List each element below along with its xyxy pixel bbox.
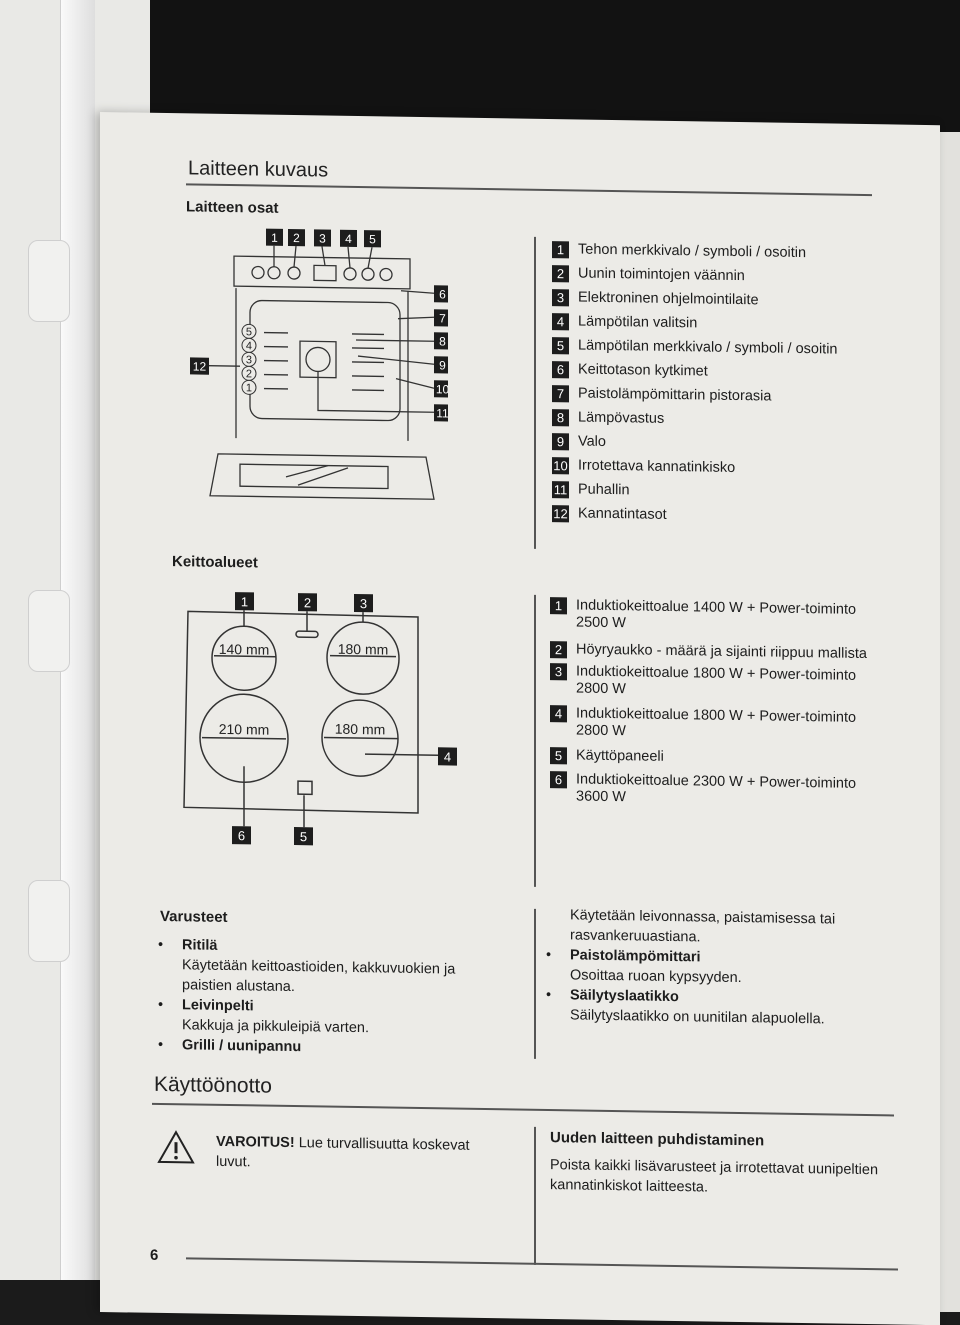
zones-heading: Keittoalueet: [172, 553, 258, 572]
parts-heading: Laitteen osat: [186, 198, 279, 217]
oven-marker-label: 5: [369, 232, 376, 246]
shelf-level-label: 1: [246, 382, 252, 394]
manual-page: Laitteen kuvaus Laitteen osat 1 2 3 4 5 …: [100, 112, 940, 1325]
oven-marker-label: 1: [271, 231, 278, 245]
oven-marker-box: [434, 285, 448, 303]
hob-marker-label: 2: [304, 595, 311, 610]
column-divider: [534, 908, 536, 1059]
oven-marker-box: [434, 356, 448, 374]
oven-marker-box: [288, 228, 305, 247]
zone-size-label: 140 mm: [219, 641, 270, 658]
oven-marker-box: [364, 230, 381, 248]
oven-door: [209, 453, 435, 500]
footer-rule: [186, 1257, 898, 1271]
shelf-level-label: 2: [246, 368, 252, 380]
oven-marker-label: 6: [439, 287, 446, 301]
cooking-zone-1: [211, 625, 277, 692]
oven-marker-label: 11: [436, 406, 448, 420]
hob-marker-box: [294, 827, 313, 846]
startup-title: Käyttöönotto: [154, 1072, 272, 1098]
oven-marker-label: 2: [293, 231, 300, 245]
zone-size-label: 210 mm: [219, 721, 270, 738]
hob-marker-label: 6: [238, 828, 245, 843]
accessory-item: • Grilli / uunipannu: [158, 1036, 302, 1056]
hob-marker-label: 5: [300, 829, 307, 844]
hob-marker-label: 3: [360, 596, 367, 611]
oven-marker-label: 8: [439, 334, 446, 348]
hob-outline: [183, 610, 419, 814]
column-divider: [534, 594, 536, 887]
accessory-continued-desc: Käytetään leivonnassa, paistamisessa tai…: [570, 907, 836, 946]
warning-text: VAROITUS! Lue turvallisuutta koskevat lu…: [216, 1133, 470, 1171]
oven-marker-label: 10: [436, 382, 448, 396]
shelf-level-label: 3: [246, 354, 252, 366]
oven-marker-box: [434, 404, 448, 422]
oven-marker-box: [340, 229, 357, 248]
oven-marker-label: 4: [345, 232, 352, 246]
zone-size-label: 180 mm: [335, 721, 386, 738]
section-title: Laitteen kuvaus: [188, 157, 329, 182]
oven-marker-box: [434, 332, 448, 350]
cleaning-heading: Uuden laitteen puhdistaminen: [550, 1129, 765, 1150]
oven-marker-label: 12: [193, 359, 207, 373]
oven-marker-box: [190, 357, 209, 375]
oven-marker-box: [266, 228, 283, 246]
page-number: 6: [150, 1246, 159, 1264]
title-rule: [186, 183, 872, 196]
hob-marker-label: 1: [241, 594, 248, 609]
column-divider: [534, 236, 536, 549]
hob-marker-box: [232, 826, 251, 845]
zone-size-label: 180 mm: [338, 641, 389, 658]
oven-marker-label: 7: [439, 311, 446, 325]
hob-marker-box: [235, 592, 254, 611]
cleaning-text: Poista kaikki lisävarusteet ja irrotetta…: [550, 1157, 879, 1196]
oven-marker-box: [434, 309, 448, 327]
column-divider: [534, 1126, 536, 1265]
accessories-heading: Varusteet: [160, 907, 228, 927]
oven-marker-box: [314, 229, 331, 247]
steam-vent: [295, 630, 319, 639]
hob-marker-box: [438, 747, 457, 766]
oven-diagram: 1 2 3 4 5 6 7 8 9 10 11 12: [190, 228, 448, 500]
oven-marker-box: [434, 380, 448, 398]
hob-diagram: 1 2 3 4 5 6 140 mm 180 mm 210 mm 180 mm: [183, 592, 457, 846]
knob: [28, 590, 70, 672]
startup-rule: [152, 1102, 894, 1116]
shelf-level-label: 4: [246, 340, 252, 352]
oven-marker-label: 3: [319, 231, 326, 245]
cooking-zone-3: [326, 621, 400, 695]
warning-icon: [157, 1130, 195, 1164]
control-panel-square: [297, 780, 313, 796]
hob-marker-box: [298, 593, 317, 612]
knob: [28, 880, 70, 962]
hob-marker-box: [354, 593, 373, 613]
oven-control-panel: [233, 255, 411, 290]
knob: [28, 240, 70, 322]
hob-marker-label: 4: [444, 749, 451, 764]
shelf-level-label: 5: [246, 326, 252, 338]
oven-marker-label: 9: [439, 358, 446, 372]
